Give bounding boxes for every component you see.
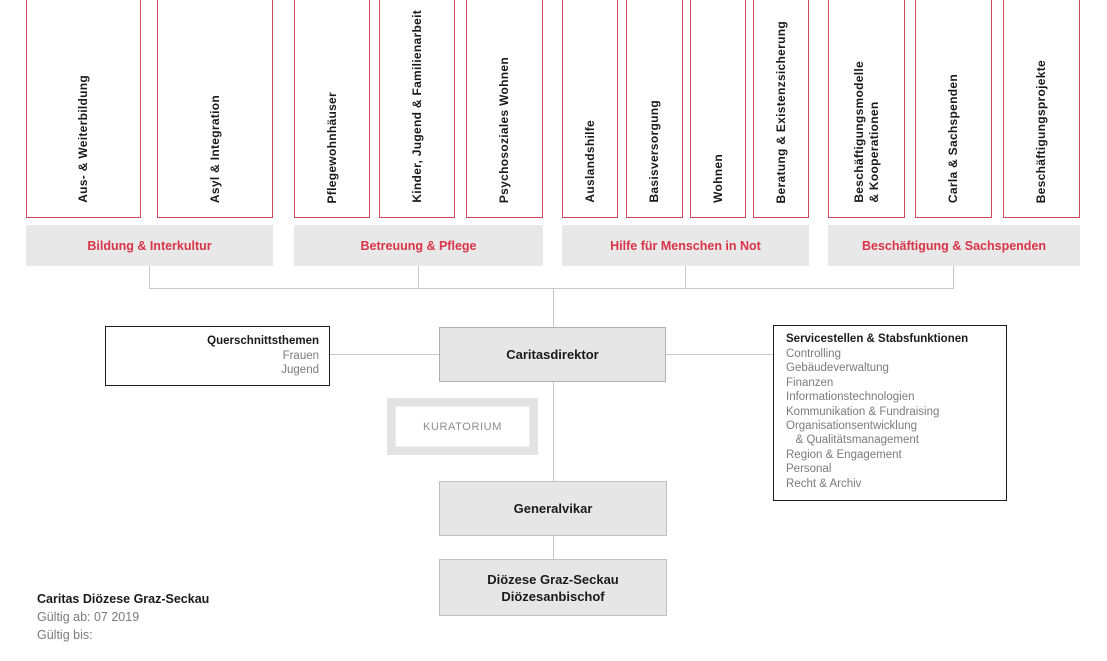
dept-label: Asyl & Integration bbox=[207, 94, 222, 203]
querschnitt-item: Frauen bbox=[282, 350, 319, 362]
servicestellen-title: Servicestellen & Stabsfunktionen bbox=[786, 333, 969, 345]
servicestellen-item: Informationstechnologien bbox=[786, 391, 915, 404]
group-label: Hilfe für Menschen in Not bbox=[610, 238, 761, 253]
querschnittsthemen-title: Querschnittsthemen bbox=[207, 335, 319, 347]
connector-center-vertical bbox=[553, 288, 554, 559]
dept-box-beschaeftigungsmodelle-kooperationen: Beschäftigungsmodelle & Kooperationen bbox=[828, 0, 905, 218]
group-bar-betreuung-pflege: Betreuung & Pflege bbox=[294, 225, 543, 266]
group-label: Bildung & Interkultur bbox=[87, 238, 212, 253]
dept-label: Carla & Sachspenden bbox=[946, 73, 960, 203]
group-label: Betreuung & Pflege bbox=[360, 238, 477, 253]
dept-box-pflegewohnhaeuser: Pflegewohnhäuser bbox=[294, 0, 370, 218]
connector-groups-horizontal bbox=[149, 288, 954, 289]
footer: Caritas Diözese Graz-Seckau Gültig ab: 0… bbox=[37, 590, 209, 644]
dept-label: Pflegewohnhäuser bbox=[324, 91, 339, 204]
footer-valid-until: Gültig bis: bbox=[37, 628, 93, 642]
dept-box-wohnen: Wohnen bbox=[690, 0, 746, 218]
servicestellen-item: Recht & Archiv bbox=[786, 477, 862, 490]
connector-group3-drop bbox=[685, 266, 686, 288]
servicestellen-item: Finanzen bbox=[786, 376, 834, 389]
dept-label: Psychosoziales Wohnen bbox=[497, 56, 511, 203]
servicestellen-item: Controlling bbox=[786, 348, 841, 360]
servicestellen-item: & Qualitätsmanagement bbox=[786, 434, 919, 447]
dept-label: Beschäftigungsprojekte bbox=[1034, 59, 1048, 203]
footer-title: Caritas Diözese Graz-Seckau bbox=[37, 592, 210, 606]
dioezese-box: Diözese Graz-Seckau Diözesanbischof bbox=[439, 559, 667, 616]
caritasdirektor-label: Caritasdirektor bbox=[506, 347, 599, 362]
dept-box-asyl-integration: Asyl & Integration bbox=[157, 0, 273, 218]
dept-label: Auslandshilfe bbox=[582, 120, 597, 203]
connector-group2-drop bbox=[418, 266, 419, 288]
servicestellen-item: Organisationsentwicklung bbox=[786, 420, 918, 433]
dept-box-carla-sachspenden: Carla & Sachspenden bbox=[915, 0, 992, 218]
querschnitt-item: Jugend bbox=[281, 364, 319, 377]
dept-label: Beratung & Existenzsicherung bbox=[773, 20, 788, 203]
dept-box-aus-weiterbildung: Aus- & Weiterbildung bbox=[26, 0, 141, 218]
kuratorium-label: KURATORIUM bbox=[423, 420, 502, 433]
connector-group4-drop bbox=[953, 266, 954, 288]
group-bar-bildung-interkultur: Bildung & Interkultur bbox=[26, 225, 273, 266]
servicestellen-item: Personal bbox=[786, 463, 832, 476]
dept-box-beschaeftigungsprojekte: Beschäftigungsprojekte bbox=[1003, 0, 1080, 218]
servicestellen-item: Kommunikation & Fundraising bbox=[786, 405, 940, 418]
caritasdirektor-box: Caritasdirektor bbox=[439, 327, 666, 382]
dept-box-kinder-jugend-familienarbeit: Kinder, Jugend & Familienarbeit bbox=[379, 0, 455, 218]
servicestellen-item: Region & Engagement bbox=[786, 448, 902, 461]
group-bar-beschaeftigung-sachspenden: Beschäftigung & Sachspenden bbox=[828, 225, 1080, 266]
querschnittsthemen-panel: Querschnittsthemen Frauen Jugend bbox=[105, 326, 330, 386]
dept-box-auslandshilfe: Auslandshilfe bbox=[562, 0, 618, 218]
dioezese-label: Diözese Graz-Seckau Diözesanbischof bbox=[487, 571, 619, 604]
generalvikar-label: Generalvikar bbox=[513, 501, 593, 516]
dept-box-psychosoziales-wohnen: Psychosoziales Wohnen bbox=[466, 0, 543, 218]
dept-label: Beschäftigungsmodelle & Kooperationen bbox=[851, 61, 881, 203]
dept-label: Wohnen bbox=[710, 154, 725, 203]
dept-label: Aus- & Weiterbildung bbox=[76, 75, 90, 203]
dept-label: Kinder, Jugend & Familienarbeit bbox=[409, 10, 424, 203]
group-bar-hilfe-fuer-menschen-in-not: Hilfe für Menschen in Not bbox=[562, 225, 809, 266]
dept-box-beratung-existenzsicherung: Beratung & Existenzsicherung bbox=[753, 0, 809, 218]
group-label: Beschäftigung & Sachspenden bbox=[861, 238, 1047, 253]
footer-valid-from: Gültig ab: 07 2019 bbox=[37, 610, 140, 624]
generalvikar-box: Generalvikar bbox=[439, 481, 667, 536]
servicestellen-panel: Servicestellen & Stabsfunktionen Control… bbox=[773, 325, 1007, 501]
kuratorium-box: KURATORIUM bbox=[387, 398, 538, 455]
dept-box-basisversorgung: Basisversorgung bbox=[626, 0, 683, 218]
servicestellen-item: Gebäudeverwaltung bbox=[786, 362, 889, 375]
connector-group1-drop bbox=[149, 266, 150, 288]
dept-label: Basisversorgung bbox=[647, 100, 661, 203]
